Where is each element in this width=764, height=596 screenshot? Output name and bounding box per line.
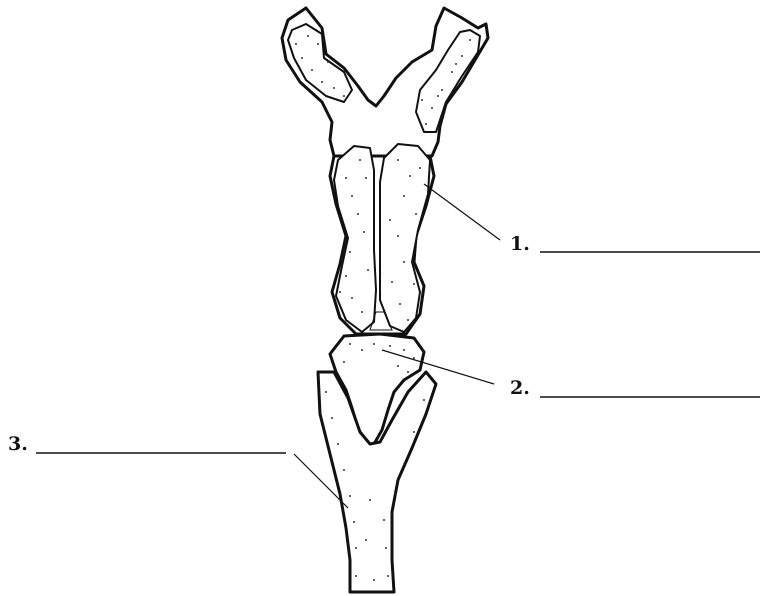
upper-forked-structure bbox=[282, 8, 488, 156]
paired-lobes bbox=[330, 144, 434, 334]
label-2-number: 2. bbox=[510, 377, 530, 399]
leader-line-1 bbox=[424, 184, 500, 240]
label-3-number: 3. bbox=[8, 433, 28, 455]
label-1: 1. bbox=[510, 233, 760, 255]
label-3: 3. bbox=[8, 433, 286, 455]
label-1-number: 1. bbox=[510, 233, 530, 255]
label-2: 2. bbox=[510, 377, 760, 399]
